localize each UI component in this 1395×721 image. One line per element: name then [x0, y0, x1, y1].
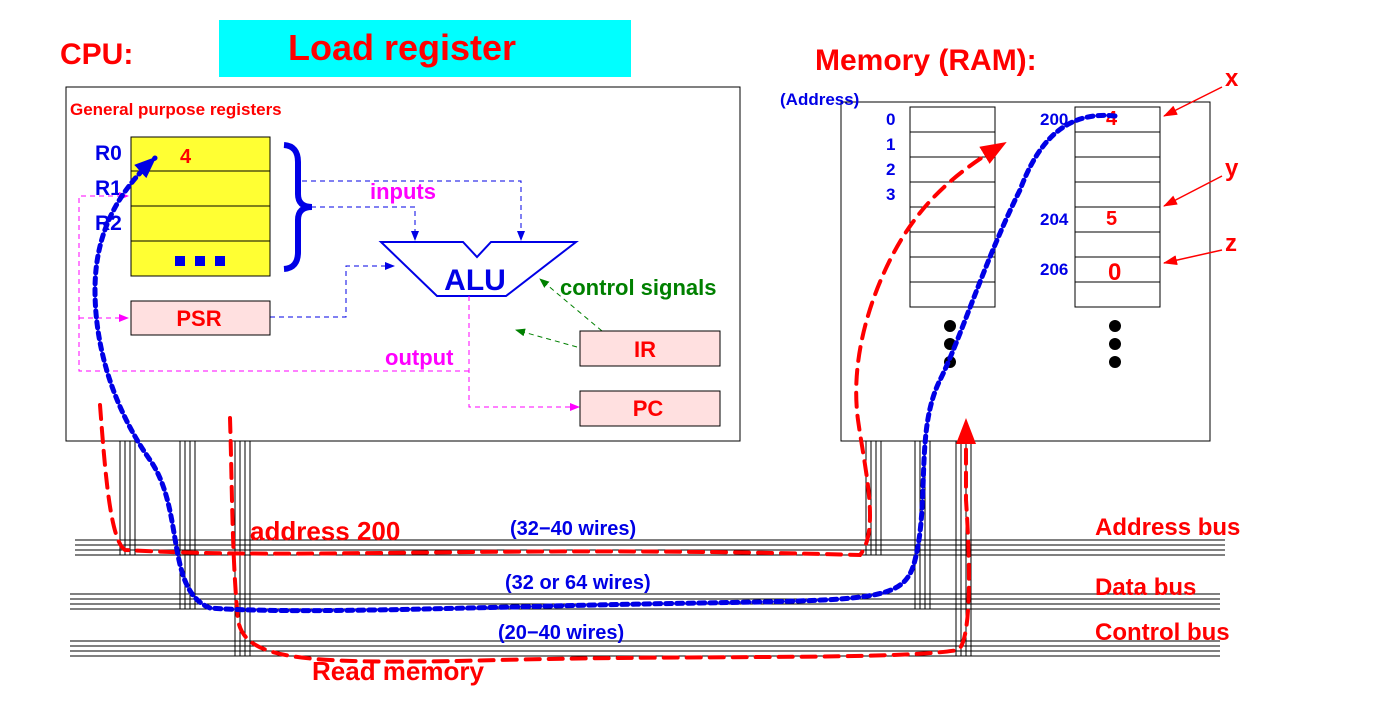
- control-signals-label: control signals: [560, 275, 716, 300]
- inputs-label: inputs: [370, 179, 436, 204]
- memory-right-ellipsis: [1109, 320, 1121, 368]
- mem-value-x: 4: [1106, 108, 1118, 130]
- control-bus-wires: (20−40 wires): [498, 622, 624, 644]
- variable-arrows: [1163, 86, 1223, 266]
- alu-output-lines: [78, 192, 580, 411]
- memory-column-right: [1074, 106, 1161, 308]
- control-bus-label: Control bus: [1095, 619, 1230, 646]
- control-signal-lines: [515, 278, 603, 348]
- pc-label: PC: [633, 396, 664, 421]
- control-path: [228, 416, 976, 664]
- register-ellipsis: [175, 256, 225, 266]
- alu-shape: [378, 241, 579, 297]
- mem-address-200: 200: [1040, 110, 1068, 129]
- mem-value-y: 5: [1106, 208, 1117, 230]
- mem-address-3: 3: [886, 185, 895, 204]
- cpu-label: CPU:: [60, 38, 133, 71]
- pc-box: [579, 390, 721, 427]
- output-label: output: [385, 345, 454, 370]
- read-memory-annotation: Read memory: [312, 656, 484, 686]
- alu-input-lines: [270, 180, 525, 318]
- psr-box: [130, 300, 271, 336]
- variable-z: z: [1225, 230, 1237, 257]
- control-bus-lines: [70, 640, 1220, 657]
- diagram-title: Load register: [288, 27, 516, 68]
- address-path: [98, 141, 1007, 558]
- data-path: [92, 112, 1118, 614]
- mem-address-1: 1: [886, 135, 895, 154]
- memory-address-header: (Address): [780, 90, 859, 109]
- ir-label: IR: [634, 337, 656, 362]
- mem-address-206: 206: [1040, 260, 1068, 279]
- mem-address-204: 204: [1040, 210, 1069, 229]
- address-bus-label: Address bus: [1095, 514, 1240, 541]
- registers-label: General purpose registers: [70, 100, 282, 119]
- memory-label: Memory (RAM):: [815, 44, 1037, 77]
- ir-box: [579, 330, 721, 367]
- register-r1-label: R1: [95, 177, 122, 200]
- mem-address-0: 0: [886, 110, 895, 129]
- psr-label: PSR: [176, 306, 221, 331]
- cpu-bus-connectors: [119, 441, 251, 656]
- register-r0-label: R0: [95, 142, 122, 165]
- mem-address-2: 2: [886, 160, 895, 179]
- address-200-annotation: address 200: [250, 516, 400, 546]
- address-bus-wires: (32−40 wires): [510, 518, 636, 540]
- alu-label: ALU: [444, 264, 506, 297]
- register-file: [130, 136, 271, 277]
- mem-value-z: 0: [1108, 259, 1121, 286]
- variable-y: y: [1225, 155, 1239, 182]
- data-bus-label: Data bus: [1095, 574, 1196, 601]
- register-r0-value: 4: [180, 146, 192, 168]
- variable-x: x: [1225, 65, 1239, 92]
- data-bus-wires: (32 or 64 wires): [505, 572, 651, 594]
- title-banner: [219, 20, 631, 77]
